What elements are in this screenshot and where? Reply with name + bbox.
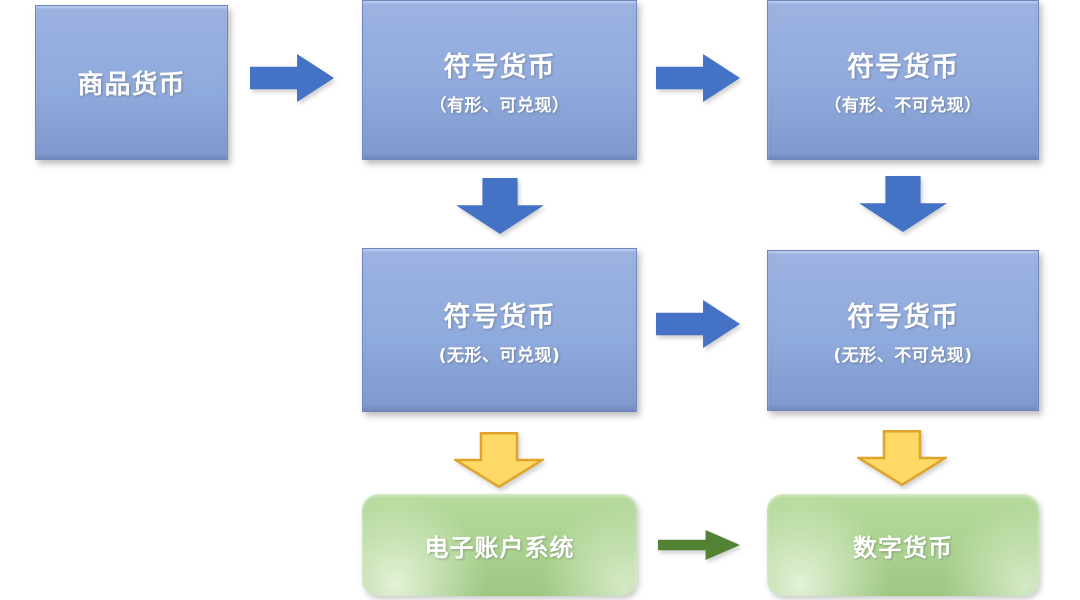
node-symbol-intangible-nonredeemable-subtitle: (无形、不可兑现): [833, 346, 973, 366]
node-symbol-intangible-redeemable-subtitle: (无形、可兑现): [438, 345, 561, 366]
node-commodity-money: 商品货币: [35, 5, 228, 160]
arrow-down-icon-tangible-to-intangible-right: [859, 176, 947, 232]
node-symbol-money-intangible-nonredeemable: 符号货币 (无形、不可兑现): [767, 250, 1039, 411]
node-electronic-account-system: 电子账户系统: [362, 494, 637, 596]
node-symbol-tangible-nonredeemable-title: 符号货币: [847, 51, 959, 83]
arrow-right-icon-intangible-redeemable-to-nonredeemable: [656, 300, 740, 348]
node-electronic-account-system-label: 电子账户系统: [424, 533, 575, 562]
arrow-down-icon-tangible-to-intangible-left: [456, 178, 544, 234]
arrow-right-icon-commodity-to-symbol: [250, 54, 334, 102]
node-symbol-tangible-redeemable-subtitle: （有形、可兑现）: [429, 95, 570, 116]
node-symbol-money-tangible-nonredeemable: 符号货币 （有形、不可兑现）: [767, 0, 1039, 160]
node-symbol-tangible-nonredeemable-subtitle: （有形、不可兑现）: [824, 95, 982, 116]
arrow-right-icon-electronic-account-to-digital-currency: [658, 530, 740, 560]
node-digital-currency-label: 数字货币: [853, 533, 953, 562]
node-digital-currency: 数字货币: [767, 494, 1039, 596]
arrow-right-icon-tangible-redeemable-to-nonredeemable: [656, 54, 740, 102]
node-symbol-tangible-redeemable-title: 符号货币: [443, 51, 556, 83]
node-symbol-intangible-nonredeemable-title: 符号货币: [847, 302, 959, 333]
node-commodity-money-label: 商品货币: [77, 70, 186, 100]
node-symbol-money-intangible-redeemable: 符号货币 (无形、可兑现): [362, 248, 637, 412]
node-symbol-intangible-redeemable-title: 符号货币: [443, 301, 556, 333]
node-symbol-money-tangible-redeemable: 符号货币 （有形、可兑现）: [362, 0, 637, 160]
arrow-down-icon-intangible-to-electronic-account: [454, 432, 544, 488]
arrow-down-icon-intangible-to-digital-currency: [857, 430, 947, 486]
